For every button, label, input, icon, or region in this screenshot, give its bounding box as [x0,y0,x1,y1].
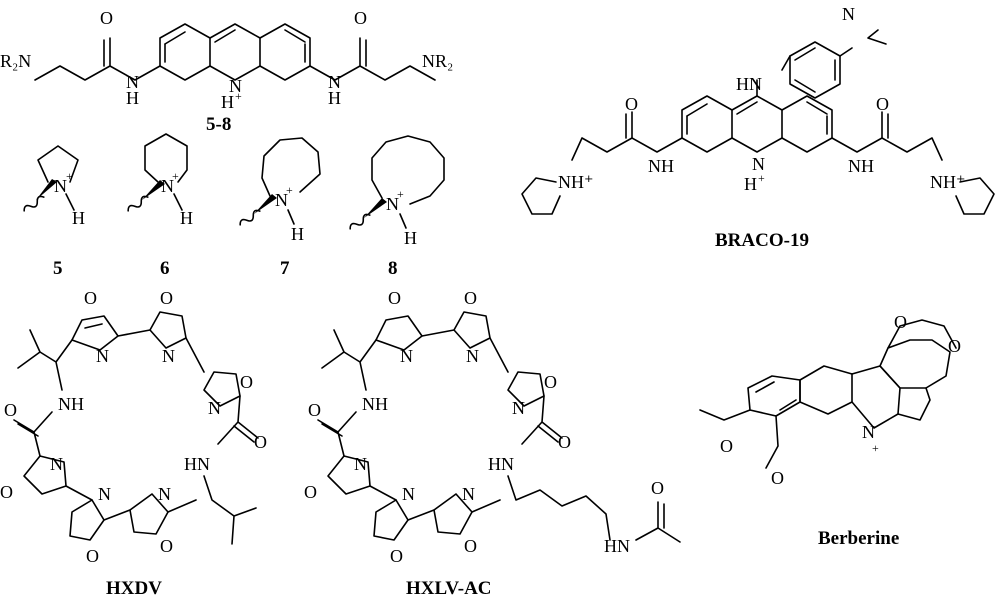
atom-h: H [404,228,417,248]
atom-n: N [466,346,479,366]
atom-n: N [842,4,855,24]
structure-7 [239,137,321,226]
atom-o: O [304,482,317,502]
label-compound-5: 5 [53,258,63,279]
atom-nh: NH [362,394,388,414]
atom-n: N [752,154,765,174]
atom-n: N [50,454,63,474]
atom-o: O [876,94,889,114]
atom-o: O [254,432,267,452]
atom-hn: HN [736,74,762,94]
structure-hxdv [13,311,259,545]
atom-nh-plus: NH⁺ [930,172,966,192]
atom-nr2: NR₂ [422,51,453,71]
atom-o: O [388,288,401,308]
atom-r2n: R₂N [0,51,31,71]
atom-h: H [291,224,304,244]
atom-o: O [771,468,784,488]
label-compound-5-8: 5-8 [206,114,231,135]
atom-n: N [328,72,341,92]
atom-hn: HN [184,454,210,474]
label-hxlv-ac: HXLV-AC [406,578,492,599]
atom-n: N [126,72,139,92]
atom-o: O [464,288,477,308]
atom-n: N [400,346,413,366]
charge-plus: + [397,187,404,201]
atom-o: O [308,400,321,420]
atom-n: N [161,176,174,196]
atom-o: O [4,400,17,420]
charge-plus: + [872,441,879,455]
atom-h: H [221,92,234,112]
atom-o: O [160,288,173,308]
atom-o: O [160,536,173,556]
charge-plus: + [172,169,179,183]
atom-o: O [544,372,557,392]
atom-h: H [328,88,341,108]
label-compound-6: 6 [160,258,170,279]
atom-o: O [84,288,97,308]
charge-plus: + [286,183,293,197]
atom-o: O [240,372,253,392]
atom-o: O [390,546,403,566]
atom-n: N [402,484,415,504]
atom-n: N [158,484,171,504]
atom-nh: NH [58,394,84,414]
atom-o: O [100,8,113,28]
atom-o: O [558,432,571,452]
atom-h: H [180,208,193,228]
atom-n: N [462,484,475,504]
atom-o: O [720,436,733,456]
atom-o: O [625,94,638,114]
atom-nh: NH [848,156,874,176]
structure-berberine [699,319,957,469]
atom-o: O [894,312,907,332]
atom-hn: HN [604,536,630,556]
atom-n: N [54,176,67,196]
atom-n: N [275,190,288,210]
atom-n: N [862,422,875,442]
atom-nh-plus: NH⁺ [558,172,594,192]
atom-n: N [208,398,221,418]
atom-o: O [86,546,99,566]
atom-nh: NH [648,156,674,176]
charge-plus: + [66,169,73,183]
atom-n: N [229,76,242,96]
structure-6 [127,133,188,212]
charge-plus: + [758,171,765,185]
structure-8 [349,135,445,230]
atom-n: N [98,484,111,504]
atom-o: O [651,478,664,498]
atom-h: H [744,174,757,194]
atom-n: N [354,454,367,474]
atom-h: H [72,208,85,228]
label-berberine: Berberine [818,528,899,549]
atom-n: N [96,346,109,366]
atom-o: O [464,536,477,556]
structure-braco-19 [521,29,995,215]
atom-n: N [162,346,175,366]
structure-5 [23,145,79,212]
atom-hn: HN [488,454,514,474]
label-compound-8: 8 [388,258,398,279]
atom-n: N [512,398,525,418]
structure-5-8 [34,23,436,81]
label-braco-19: BRACO-19 [715,230,809,251]
atom-o: O [0,482,13,502]
atom-o: O [354,8,367,28]
label-compound-7: 7 [280,258,290,279]
label-hxdv: HXDV [106,578,162,599]
atom-n: N [386,194,399,214]
atom-o: O [948,336,961,356]
charge-plus: + [235,89,242,103]
structure-hxlv-ac [317,311,681,543]
atom-h: H [126,88,139,108]
